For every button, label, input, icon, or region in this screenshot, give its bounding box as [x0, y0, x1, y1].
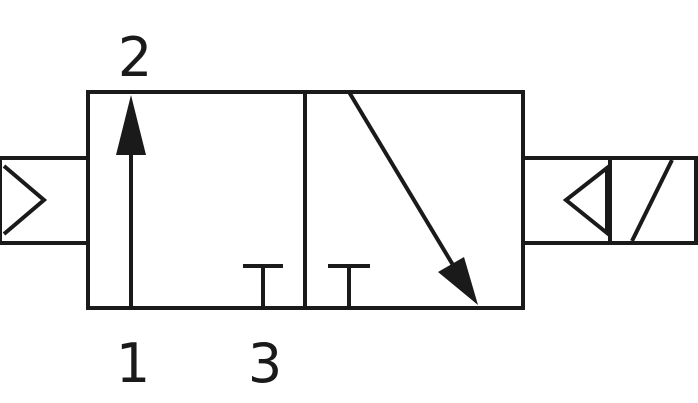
pilot-triangle-icon	[562, 163, 609, 238]
solenoid-coil-slash	[630, 159, 674, 242]
port-label-1: 1	[116, 332, 150, 395]
arrow-head-up-icon	[116, 95, 146, 155]
flow-arrow-diagonal	[347, 90, 464, 282]
arrow-head-diagonal-icon	[438, 257, 478, 305]
port-label-2: 2	[118, 26, 152, 89]
spring-return-symbol	[2, 164, 48, 236]
port-label-3: 3	[248, 332, 282, 395]
